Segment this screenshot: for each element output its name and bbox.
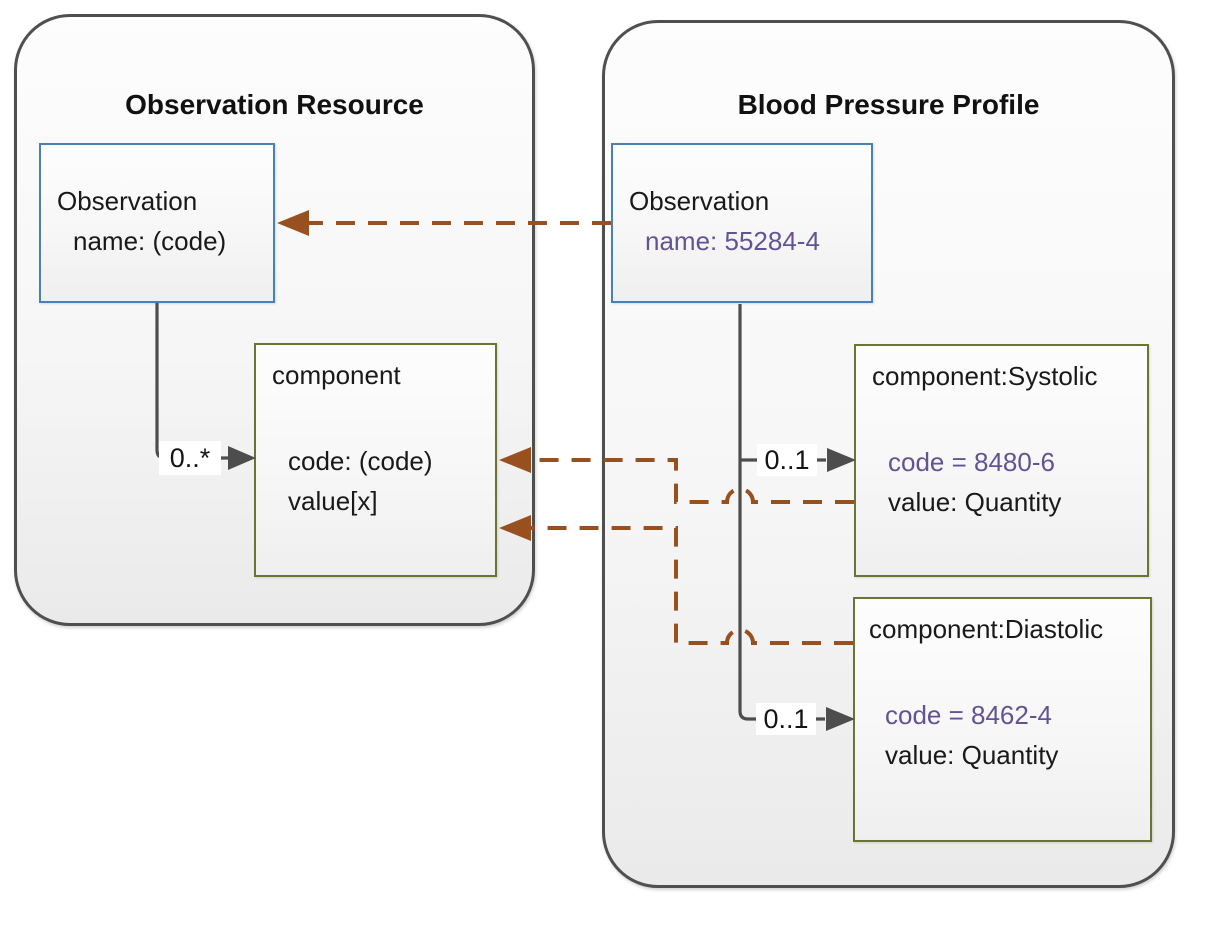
box-component-base: component code: (code) value[x]: [254, 343, 497, 577]
box-observation-profile: Observation name: 55284-4: [611, 143, 873, 303]
component-base-title: component: [272, 360, 401, 390]
component-diastolic-title: component:Diastolic: [869, 614, 1104, 644]
component-systolic-title: component:Systolic: [872, 361, 1098, 391]
multiplicity-label-diastolic: 0..1: [756, 703, 816, 735]
observation-profile-name: Observation: [629, 186, 770, 216]
multiplicity-label-component: 0..*: [159, 441, 221, 475]
component-systolic-attr-value: value: Quantity: [888, 487, 1062, 517]
box-component-systolic: component:Systolic code = 8480-6 value: …: [854, 344, 1149, 577]
observation-base-name: Observation: [57, 186, 198, 216]
component-base-attr-code: code: (code): [288, 446, 433, 476]
observation-base-attr-name: name: (code): [73, 226, 227, 256]
multiplicity-label-systolic: 0..1: [757, 444, 817, 476]
box-observation-base: Observation name: (code): [39, 143, 275, 303]
component-base-attr-value: value[x]: [288, 486, 378, 516]
component-systolic-attr-code: code = 8480-6: [888, 447, 1055, 477]
component-diastolic-attr-code: code = 8462-4: [885, 700, 1052, 730]
observation-resource-title: Observation Resource: [125, 89, 424, 121]
box-component-diastolic: component:Diastolic code = 8462-4 value:…: [853, 597, 1152, 842]
observation-profile-attr-name: name: 55284-4: [645, 226, 820, 256]
blood-pressure-profile-title: Blood Pressure Profile: [737, 89, 1040, 121]
component-diastolic-attr-value: value: Quantity: [885, 740, 1059, 770]
